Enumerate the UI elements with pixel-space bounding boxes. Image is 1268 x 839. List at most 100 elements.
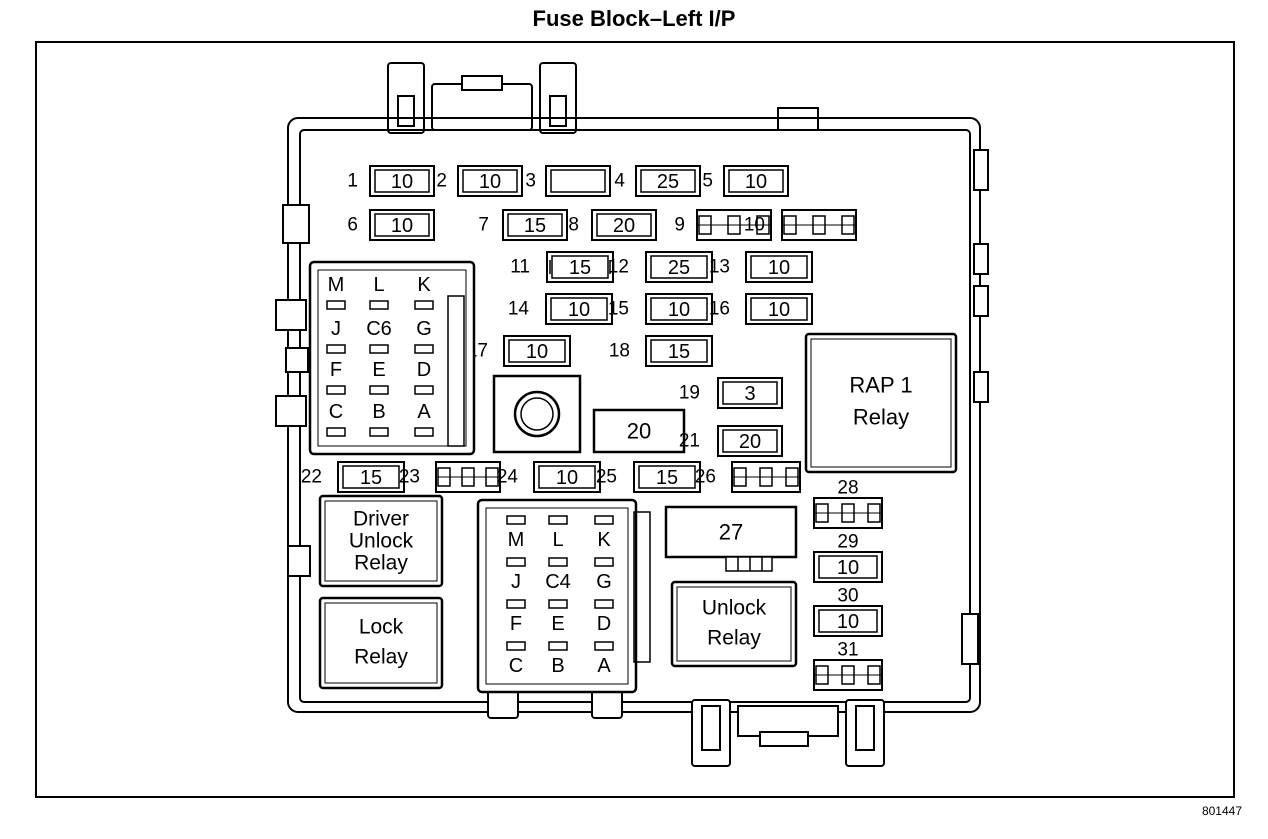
housing-bottom-clips: [487, 689, 885, 767]
fuse-element: [342, 465, 400, 489]
fuse-rating: 25: [657, 171, 679, 193]
fuse-element: [722, 429, 778, 453]
fuse-element: [550, 169, 606, 193]
pin-label-k: K: [417, 274, 431, 296]
fuse-rating: 15: [360, 467, 382, 489]
fuse-element: [818, 555, 878, 579]
fuse-element: [640, 169, 696, 193]
fuse-number-label: 3: [525, 171, 536, 192]
fuse-4: 25 4: [614, 165, 701, 197]
diagram-title: Fuse Block–Left I/P: [532, 6, 736, 31]
pin-label-j: J: [331, 318, 341, 340]
fuse-rating: 25: [668, 257, 690, 279]
fuse-5: 10 5: [702, 165, 789, 197]
fuse-body: [664, 505, 798, 559]
fuse-31: 31: [813, 640, 883, 691]
pin-label-g: G: [416, 318, 432, 340]
pin-slot: [548, 557, 568, 567]
pin-slot: [506, 515, 526, 525]
pin-label-d: D: [417, 359, 431, 381]
pin-label-g: G: [596, 571, 612, 593]
fuse-26: 26: [695, 461, 801, 493]
fuse-element: [550, 297, 608, 321]
fuse-number-label: 24: [497, 467, 519, 488]
fuse-8: 208: [568, 209, 657, 241]
relay-inner: [324, 602, 438, 684]
fuse-10: 10: [744, 209, 857, 241]
fuse-number-label: 4: [614, 171, 625, 192]
pin-slot: [326, 385, 346, 395]
pin-label-e: E: [551, 613, 564, 635]
relay-body: [318, 494, 444, 588]
fuse-number-label: 13: [709, 257, 730, 278]
pin-label-l: L: [373, 274, 384, 296]
fuse-element: [650, 297, 708, 321]
relay-label-line: Unlock: [349, 530, 414, 553]
pin-label-k: K: [597, 529, 611, 551]
pin-slot: [594, 557, 614, 567]
pin-slot: [548, 515, 568, 525]
pin-label-m: M: [328, 274, 345, 296]
fuse-number-label: 30: [837, 586, 858, 607]
pin-label-l: L: [552, 529, 563, 551]
pin-slot: [414, 344, 434, 354]
housing-top-clips: [387, 62, 819, 134]
relay-layer: RAP 1RelayDriverUnlockRelayLockRelayUnlo…: [318, 332, 958, 690]
fuse-element: [374, 213, 430, 237]
fuse-rating: 10: [745, 171, 767, 193]
fuse-number-label: 22: [301, 467, 322, 488]
pin-label-b: B: [372, 401, 385, 423]
relay-inner: [810, 338, 952, 468]
pin-label-a: A: [597, 655, 611, 677]
relay-label-line: Driver: [353, 508, 409, 531]
pin-label-c: C: [509, 655, 523, 677]
fuse-element: [508, 339, 566, 363]
fuse-number-label: 23: [399, 467, 420, 488]
pin-slot: [369, 427, 389, 437]
fuse-element: [650, 339, 708, 363]
pin-slot: [326, 300, 346, 310]
fuse-number-label: 5: [702, 171, 713, 192]
pin-slot: [594, 641, 614, 651]
relay-body: [318, 596, 444, 690]
fuse-rating: 10: [768, 257, 790, 279]
relay-inner: [676, 586, 792, 662]
fuse-6: 106: [347, 209, 435, 241]
fuse-3: 3: [525, 165, 611, 197]
fuse-body: [592, 408, 686, 454]
pin-slot: [506, 599, 526, 609]
fuse-rating: 10: [479, 171, 501, 193]
housing-left-clips: [275, 204, 311, 577]
relay-inner: [324, 500, 438, 582]
pin-slot: [414, 427, 434, 437]
fuse-element: [596, 213, 652, 237]
fuse-element: [374, 169, 430, 193]
pin-slot: [506, 641, 526, 651]
fuse-number-label: 19: [679, 383, 700, 404]
fuse-rating: 10: [668, 299, 690, 321]
fuse-rating: 10: [391, 171, 413, 193]
fuse-7: 157: [478, 209, 568, 241]
fuse-element: [750, 297, 808, 321]
pin-label-a: A: [417, 401, 431, 423]
fuse-number-label: 11: [510, 257, 530, 278]
fuse-element: [750, 255, 808, 279]
figure-id: 801447: [1201, 804, 1242, 818]
housing-right-clips: [961, 149, 989, 665]
relay-body: [804, 332, 958, 474]
fuse-2: 102: [436, 165, 523, 197]
fuse-number-label: 20: [627, 419, 651, 444]
pin-label-j: J: [511, 571, 521, 593]
pin-slot: [414, 300, 434, 310]
fuse-rating: 10: [568, 299, 590, 321]
fuse-1: 101: [347, 165, 435, 197]
fuse-rating: 15: [668, 341, 690, 363]
